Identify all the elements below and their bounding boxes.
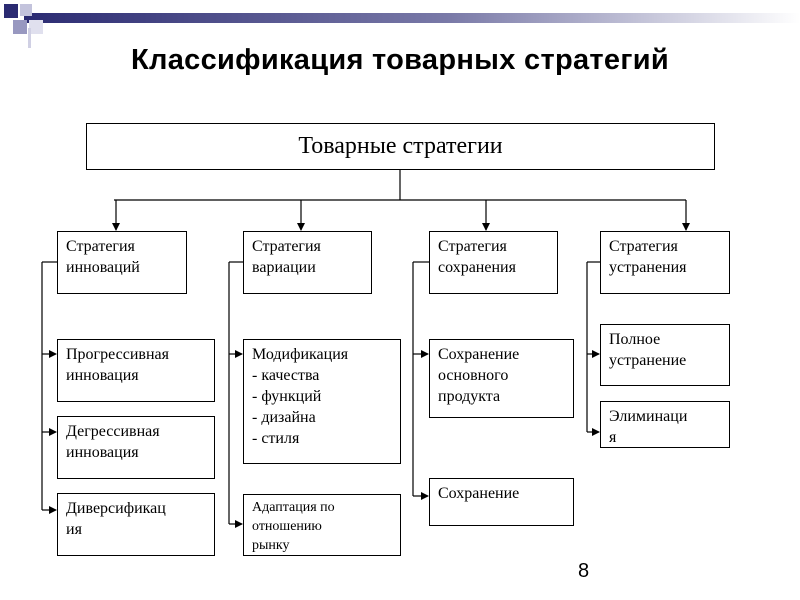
banner-square-light xyxy=(20,4,32,16)
item-market-adaptation: Адаптация по отношению рынку xyxy=(243,494,401,556)
banner-gradient-stripe xyxy=(24,13,800,23)
root-node: Товарные стратегии xyxy=(86,123,715,170)
category-elimination: Стратегия устранения xyxy=(600,231,730,294)
banner-square-dark xyxy=(4,4,18,18)
item-full-elimination: Полное устранение xyxy=(600,324,730,386)
item-core-product-retention: Сохранение основного продукта xyxy=(429,339,574,418)
item-degressive-innovation: Дегрессивная инновация xyxy=(57,416,215,479)
item-progressive-innovation: Прогрессивная инновация xyxy=(57,339,215,402)
banner-vertical-bar xyxy=(28,28,31,48)
item-elimination: Элиминаци я xyxy=(600,401,730,448)
category-innovation: Стратегия инноваций xyxy=(57,231,187,294)
item-diversification: Диверсификац ия xyxy=(57,493,215,556)
category-variation: Стратегия вариации xyxy=(243,231,372,294)
header-banner xyxy=(4,4,800,48)
item-modification: Модификация - качества - функций - дизай… xyxy=(243,339,401,464)
item-retention: Сохранение xyxy=(429,478,574,526)
banner-square-mid xyxy=(13,20,27,34)
banner-square-faint xyxy=(29,20,43,34)
page-number: 8 xyxy=(578,560,590,582)
page-title: Классификация товарных стратегий xyxy=(131,44,669,76)
category-retention: Стратегия сохранения xyxy=(429,231,558,294)
